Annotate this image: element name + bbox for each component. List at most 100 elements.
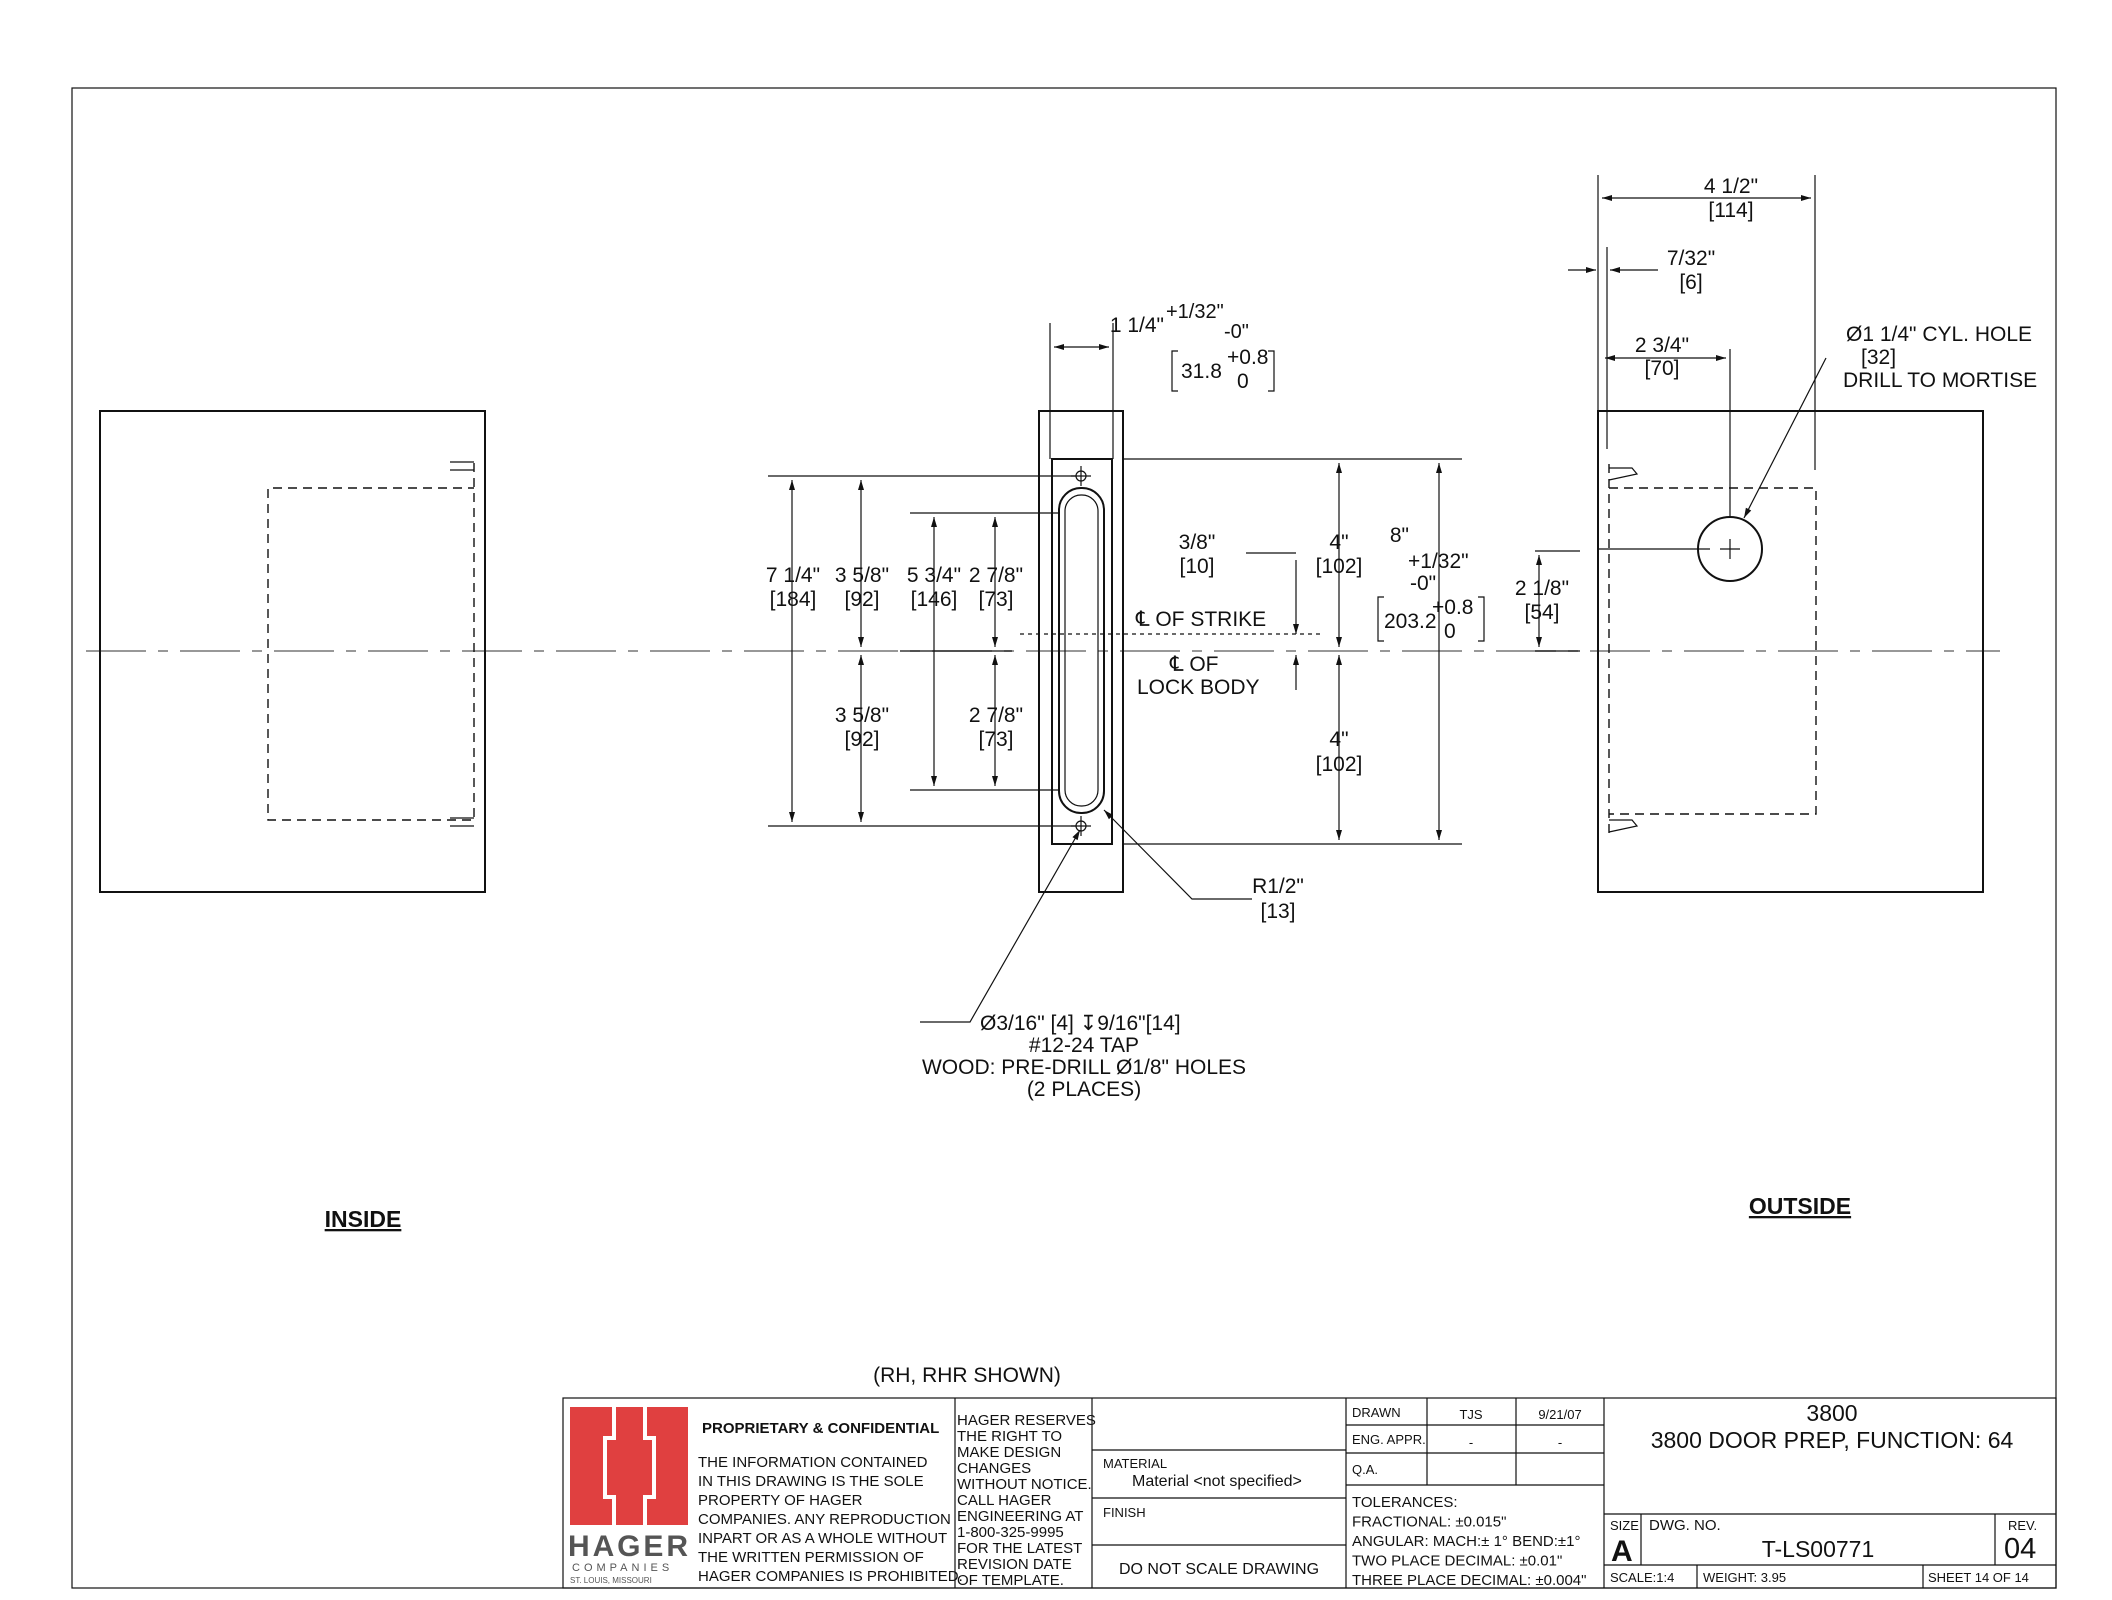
dim-setback: 7/32" bbox=[1667, 247, 1715, 270]
material-value: Material <not specified> bbox=[1132, 1473, 1302, 1490]
dim-total-mm-tol-plus: +0.8 bbox=[1432, 596, 1473, 619]
note-rh-shown: (RH, RHR SHOWN) bbox=[873, 1364, 1061, 1387]
dim-width-top: 4 1/2" bbox=[1704, 175, 1758, 198]
label-cl-strike: ℄ OF STRIKE bbox=[1135, 608, 1266, 631]
prop-line: PROPERTY OF HAGER bbox=[698, 1492, 863, 1509]
finish-label: FINISH bbox=[1103, 1505, 1146, 1520]
dim-total-mm-tol-minus: 0 bbox=[1444, 620, 1456, 643]
dim-total-mm: 203.2 bbox=[1384, 610, 1437, 633]
dim-cyl-hole: Ø1 1/4" CYL. HOLE bbox=[1846, 323, 2032, 346]
dim-cyl-height: 2 1/8" bbox=[1515, 577, 1569, 600]
label-cl-lock-1: ℄ OF bbox=[1169, 653, 1218, 676]
drawn-date: 9/21/07 bbox=[1538, 1407, 1581, 1422]
dim-backset-mm: [70] bbox=[1644, 357, 1679, 380]
sheet-border bbox=[71, 87, 2057, 1589]
size-label: SIZE bbox=[1610, 1518, 1639, 1533]
eng-by: - bbox=[1469, 1435, 1473, 1450]
dimension-labels: 4 1/2" [114] 7/32" [6] 2 3/4" [70] Ø1 1/… bbox=[325, 175, 2037, 1387]
prop-line: HAGER COMPANIES IS PROHIBITED. bbox=[698, 1568, 963, 1585]
drawing-title: 3800 DOOR PREP, FUNCTION: 64 bbox=[1651, 1427, 2014, 1453]
qa-label: Q.A. bbox=[1352, 1462, 1378, 1477]
dim-offset: 3/8" bbox=[1179, 531, 1216, 554]
reserve-line: ENGINEERING AT bbox=[957, 1508, 1083, 1525]
dim-strike-width-tol-plus: +1/32" bbox=[1166, 301, 1224, 323]
part-number: 3800 bbox=[1806, 1400, 1857, 1426]
dim-strike-width-tol-minus: -0" bbox=[1224, 321, 1249, 343]
note-hole-3: WOOD: PRE-DRILL Ø1/8" HOLES bbox=[922, 1056, 1246, 1079]
dim-lower-half: 3 5/8" bbox=[835, 704, 889, 727]
dim-total-tol-plus: +1/32" bbox=[1408, 550, 1469, 573]
tolerance-lines: TOLERANCES: FRACTIONAL: ±0.015" ANGULAR: M… bbox=[1352, 1494, 1586, 1589]
face-view bbox=[768, 323, 1462, 1023]
drawn-by: TJS bbox=[1459, 1407, 1482, 1422]
title-block: HAGER COMPANIES ST. LOUIS, MISSOURI PROP… bbox=[562, 1397, 2057, 1589]
rev-value: 04 bbox=[2004, 1533, 2036, 1565]
reserve-line: HAGER RESERVES bbox=[957, 1412, 1096, 1429]
sheet-label: SHEET 14 OF 14 bbox=[1928, 1570, 2029, 1585]
dim-radius-mm: [13] bbox=[1260, 900, 1295, 923]
inside-view bbox=[99, 410, 486, 893]
prop-lines: THE INFORMATION CONTAINED IN THIS DRAWING… bbox=[698, 1454, 963, 1585]
outside-view bbox=[1535, 175, 1984, 893]
dim-slot-length-mm: [146] bbox=[911, 588, 958, 611]
drawn-label: DRAWN bbox=[1352, 1405, 1401, 1420]
label-cl-lock-2: LOCK BODY bbox=[1137, 676, 1260, 699]
reserve-line: OF TEMPLATE. bbox=[957, 1572, 1064, 1589]
dim-strike-width: 1 1/4" bbox=[1110, 314, 1164, 337]
dim-slot-lower: 2 7/8" bbox=[969, 704, 1023, 727]
dim-radius: R1/2" bbox=[1252, 875, 1304, 898]
dim-lower-four: 4" bbox=[1329, 728, 1348, 751]
eng-label: ENG. APPR. bbox=[1352, 1432, 1426, 1447]
eng-date: - bbox=[1558, 1435, 1562, 1450]
dim-cyl-height-mm: [54] bbox=[1524, 601, 1559, 624]
reserve-line: CALL HAGER bbox=[957, 1492, 1052, 1509]
tolerance-line: TOLERANCES: bbox=[1352, 1494, 1458, 1511]
prop-line: COMPANIES. ANY REPRODUCTION bbox=[698, 1511, 951, 1528]
dim-upper-four-mm: [102] bbox=[1316, 555, 1363, 578]
dim-strike-width-mm-tol-plus: +0.8 bbox=[1227, 346, 1268, 369]
note-hole-1: Ø3/16" [4] ↧9/16"[14] bbox=[980, 1012, 1181, 1035]
dim-slot-upper-mm: [73] bbox=[978, 588, 1013, 611]
dim-cyl-hole-note: DRILL TO MORTISE bbox=[1843, 369, 2037, 392]
logo-text: HAGER bbox=[568, 1530, 688, 1563]
tolerance-line: TWO PLACE DECIMAL: ±0.01" bbox=[1352, 1553, 1562, 1570]
reserve-line: 1-800-325-9995 bbox=[957, 1524, 1064, 1541]
dim-backset: 2 3/4" bbox=[1635, 334, 1689, 357]
note-hole-2: #12-24 TAP bbox=[1029, 1034, 1139, 1057]
prop-line: THE INFORMATION CONTAINED bbox=[698, 1454, 928, 1471]
dim-width-top-mm: [114] bbox=[1708, 199, 1753, 222]
reserve-line: MAKE DESIGN bbox=[957, 1444, 1061, 1461]
note-hole-4: (2 PLACES) bbox=[1027, 1078, 1141, 1101]
rev-label: REV. bbox=[2008, 1518, 2037, 1533]
size-value: A bbox=[1611, 1535, 1633, 1568]
logo-city: ST. LOUIS, MISSOURI bbox=[570, 1576, 652, 1585]
dim-cyl-hole-mm: [32] bbox=[1861, 346, 1896, 369]
dim-upper-half: 3 5/8" bbox=[835, 564, 889, 587]
dim-setback-mm: [6] bbox=[1679, 271, 1702, 294]
prop-line: IN THIS DRAWING IS THE SOLE bbox=[698, 1473, 924, 1490]
dim-overall-height-mm: [184] bbox=[770, 588, 817, 611]
dwg-number: T-LS00771 bbox=[1762, 1536, 1875, 1562]
dim-total-tol-minus: -0" bbox=[1410, 572, 1436, 595]
dwg-label: DWG. NO. bbox=[1649, 1517, 1721, 1534]
hager-logo: HAGER COMPANIES ST. LOUIS, MISSOURI bbox=[568, 1407, 688, 1585]
dim-lower-half-mm: [92] bbox=[844, 728, 879, 751]
dim-strike-width-mm-tol-minus: 0 bbox=[1237, 370, 1249, 393]
tolerance-line: FRACTIONAL: ±0.015" bbox=[1352, 1514, 1506, 1531]
dim-upper-half-mm: [92] bbox=[844, 588, 879, 611]
dim-upper-four: 4" bbox=[1329, 531, 1348, 554]
scale-label: SCALE:1:4 bbox=[1610, 1570, 1674, 1585]
prop-line: THE WRITTEN PERMISSION OF bbox=[698, 1549, 924, 1566]
dim-slot-upper: 2 7/8" bbox=[969, 564, 1023, 587]
reserve-line: THE RIGHT TO bbox=[957, 1428, 1062, 1445]
prop-title: PROPRIETARY & CONFIDENTIAL bbox=[702, 1420, 939, 1437]
dim-slot-length: 5 3/4" bbox=[907, 564, 961, 587]
dim-overall-height: 7 1/4" bbox=[766, 564, 820, 587]
label-outside: OUTSIDE bbox=[1749, 1193, 1851, 1219]
material-label: MATERIAL bbox=[1103, 1456, 1167, 1471]
label-inside: INSIDE bbox=[325, 1206, 402, 1232]
tolerance-line: ANGULAR: MACH:± 1° BEND:±1° bbox=[1352, 1533, 1581, 1550]
dim-strike-width-mm: 31.8 bbox=[1181, 360, 1222, 383]
